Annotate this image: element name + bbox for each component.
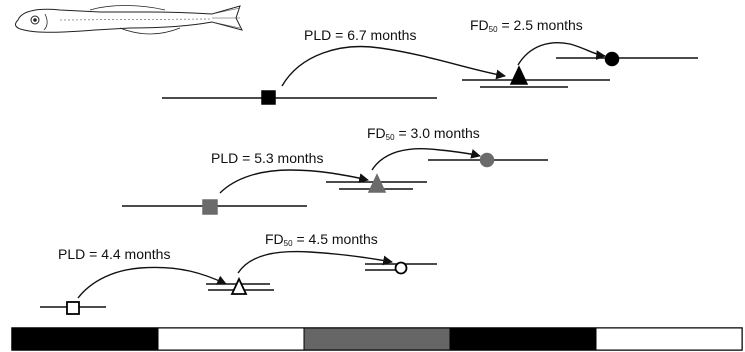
fd-subscript: 50 — [489, 25, 498, 34]
row-2: PLD = 5.3 months FD50 = 3.0 months — [122, 125, 548, 215]
fd-value: = 3.0 months — [395, 125, 480, 141]
square-marker — [202, 199, 218, 215]
timeline-bar — [11, 327, 743, 351]
pld-label: PLD = 4.4 months — [58, 246, 170, 262]
row-3: PLD = 4.4 months FD50 = 4.5 months — [40, 231, 437, 315]
fd-prefix: FD — [265, 231, 284, 247]
fd-subscript: 50 — [284, 239, 293, 248]
svg-text:FD50 = 2.5 months: FD50 = 2.5 months — [470, 17, 583, 34]
timeline-segment — [303, 327, 451, 351]
timeline-segment — [157, 327, 305, 351]
triangle-marker — [230, 276, 248, 295]
timeline-segment — [11, 327, 159, 351]
square-marker — [66, 301, 80, 315]
row-1: PLD = 6.7 months FD50 = 2.5 months — [162, 17, 698, 105]
timeline-segment — [449, 327, 597, 351]
fd-prefix: FD — [367, 125, 386, 141]
fd-value: = 4.5 months — [293, 231, 378, 247]
timeline-segment — [595, 327, 743, 351]
goby-fish-icon — [15, 5, 243, 35]
pld-label: PLD = 6.7 months — [304, 27, 416, 43]
fd-subscript: 50 — [386, 133, 395, 142]
triangle-marker — [509, 65, 529, 85]
circle-marker — [604, 51, 620, 67]
square-marker — [261, 90, 276, 105]
pld-label: PLD = 5.3 months — [211, 150, 323, 166]
circle-marker — [479, 152, 495, 168]
fd-prefix: FD — [470, 17, 489, 33]
triangle-marker — [367, 173, 387, 193]
fd-value: = 2.5 months — [498, 17, 583, 33]
circle-marker — [394, 261, 408, 275]
svg-text:FD50 = 4.5 months: FD50 = 4.5 months — [265, 231, 378, 248]
svg-text:FD50 = 3.0 months: FD50 = 3.0 months — [367, 125, 480, 142]
